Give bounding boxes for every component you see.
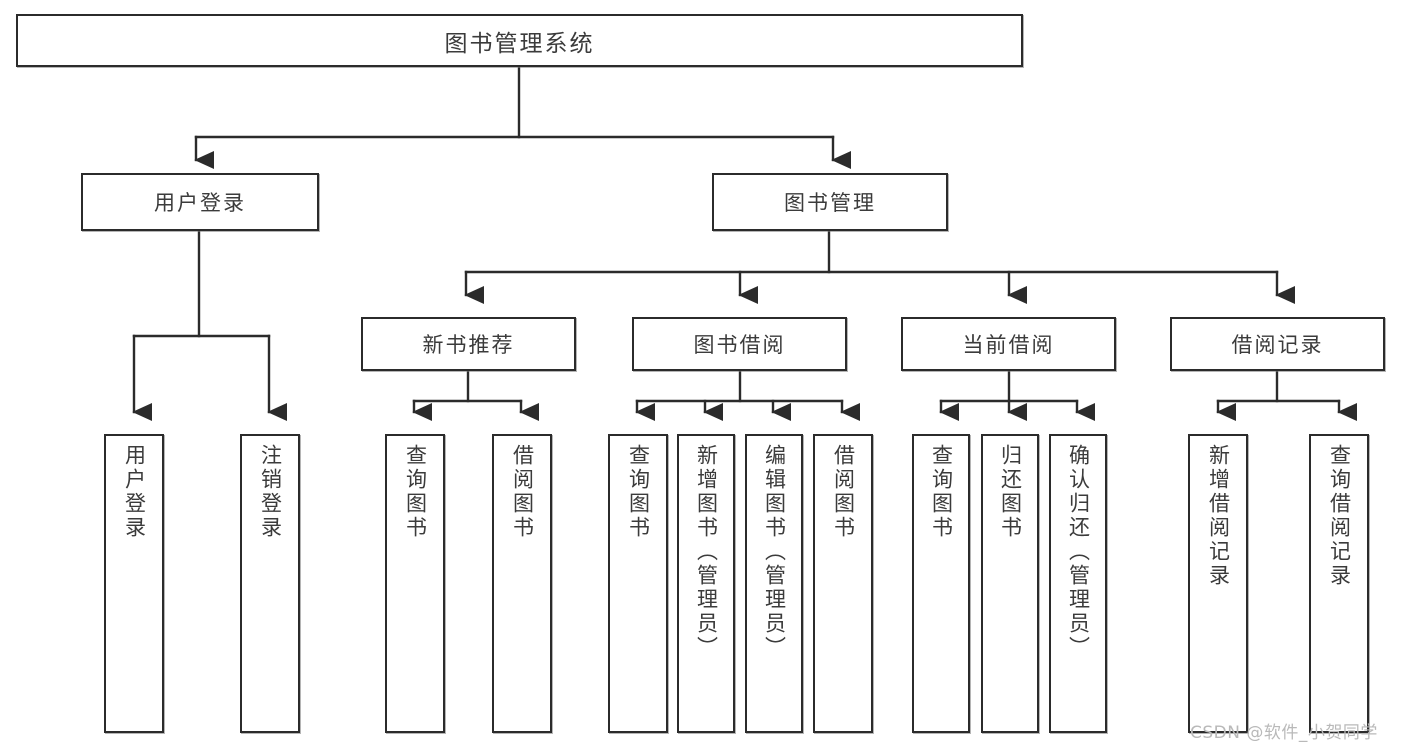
node-leaf-add-record[interactable]: 新增借阅记录 xyxy=(1188,434,1248,733)
node-leaf-query-book-1[interactable]: 查询图书 xyxy=(385,434,445,733)
node-root-label: 图书管理系统 xyxy=(444,30,595,57)
node-leaf-borrow-book-2[interactable]: 借阅图书 xyxy=(813,434,873,733)
node-borrow-record-label: 借阅记录 xyxy=(1231,333,1324,357)
node-current-borrow[interactable]: 当前借阅 xyxy=(901,317,1116,371)
node-leaf-logout[interactable]: 注销登录 xyxy=(240,434,300,733)
node-leaf-confirm-return[interactable]: 确认归还（管理员） xyxy=(1049,434,1107,733)
node-book-management[interactable]: 图书管理 xyxy=(712,173,948,231)
node-leaf-query-book-3-label: 查询图书 xyxy=(929,444,954,540)
node-root[interactable]: 图书管理系统 xyxy=(16,14,1023,67)
node-book-borrow[interactable]: 图书借阅 xyxy=(632,317,847,371)
node-user-login[interactable]: 用户登录 xyxy=(81,173,319,231)
node-leaf-borrow-book-2-label: 借阅图书 xyxy=(831,444,856,540)
node-leaf-add-book[interactable]: 新增图书（管理员） xyxy=(677,434,735,733)
node-leaf-query-book-2-label: 查询图书 xyxy=(626,444,651,540)
node-user-login-label: 用户登录 xyxy=(154,191,246,215)
node-leaf-query-record[interactable]: 查询借阅记录 xyxy=(1309,434,1369,733)
node-leaf-return-book-label: 归还图书 xyxy=(998,444,1023,540)
node-leaf-user-login-label: 用户登录 xyxy=(122,444,147,540)
node-leaf-add-book-label: 新增图书（管理员） xyxy=(694,444,719,660)
node-leaf-query-book-1-label: 查询图书 xyxy=(403,444,428,540)
node-current-borrow-label: 当前借阅 xyxy=(962,333,1055,357)
node-leaf-query-book-2[interactable]: 查询图书 xyxy=(608,434,668,733)
node-leaf-logout-label: 注销登录 xyxy=(258,444,283,540)
node-leaf-query-record-label: 查询借阅记录 xyxy=(1327,444,1352,588)
csdn-watermark: CSDN @软件_小贺同学 xyxy=(1190,723,1378,743)
node-leaf-borrow-book-1[interactable]: 借阅图书 xyxy=(492,434,552,733)
node-leaf-add-record-label: 新增借阅记录 xyxy=(1206,444,1231,588)
node-borrow-record[interactable]: 借阅记录 xyxy=(1170,317,1385,371)
node-book-borrow-label: 图书借阅 xyxy=(693,333,786,357)
node-leaf-user-login[interactable]: 用户登录 xyxy=(104,434,164,733)
node-new-book-recommend-label: 新书推荐 xyxy=(422,333,515,357)
node-book-management-label: 图书管理 xyxy=(784,191,876,215)
node-leaf-edit-book-label: 编辑图书（管理员） xyxy=(762,444,787,660)
node-new-book-recommend[interactable]: 新书推荐 xyxy=(361,317,576,371)
node-leaf-query-book-3[interactable]: 查询图书 xyxy=(912,434,970,733)
node-leaf-confirm-return-label: 确认归还（管理员） xyxy=(1066,444,1091,660)
node-leaf-return-book[interactable]: 归还图书 xyxy=(981,434,1039,733)
node-leaf-edit-book[interactable]: 编辑图书（管理员） xyxy=(745,434,803,733)
node-leaf-borrow-book-1-label: 借阅图书 xyxy=(510,444,535,540)
